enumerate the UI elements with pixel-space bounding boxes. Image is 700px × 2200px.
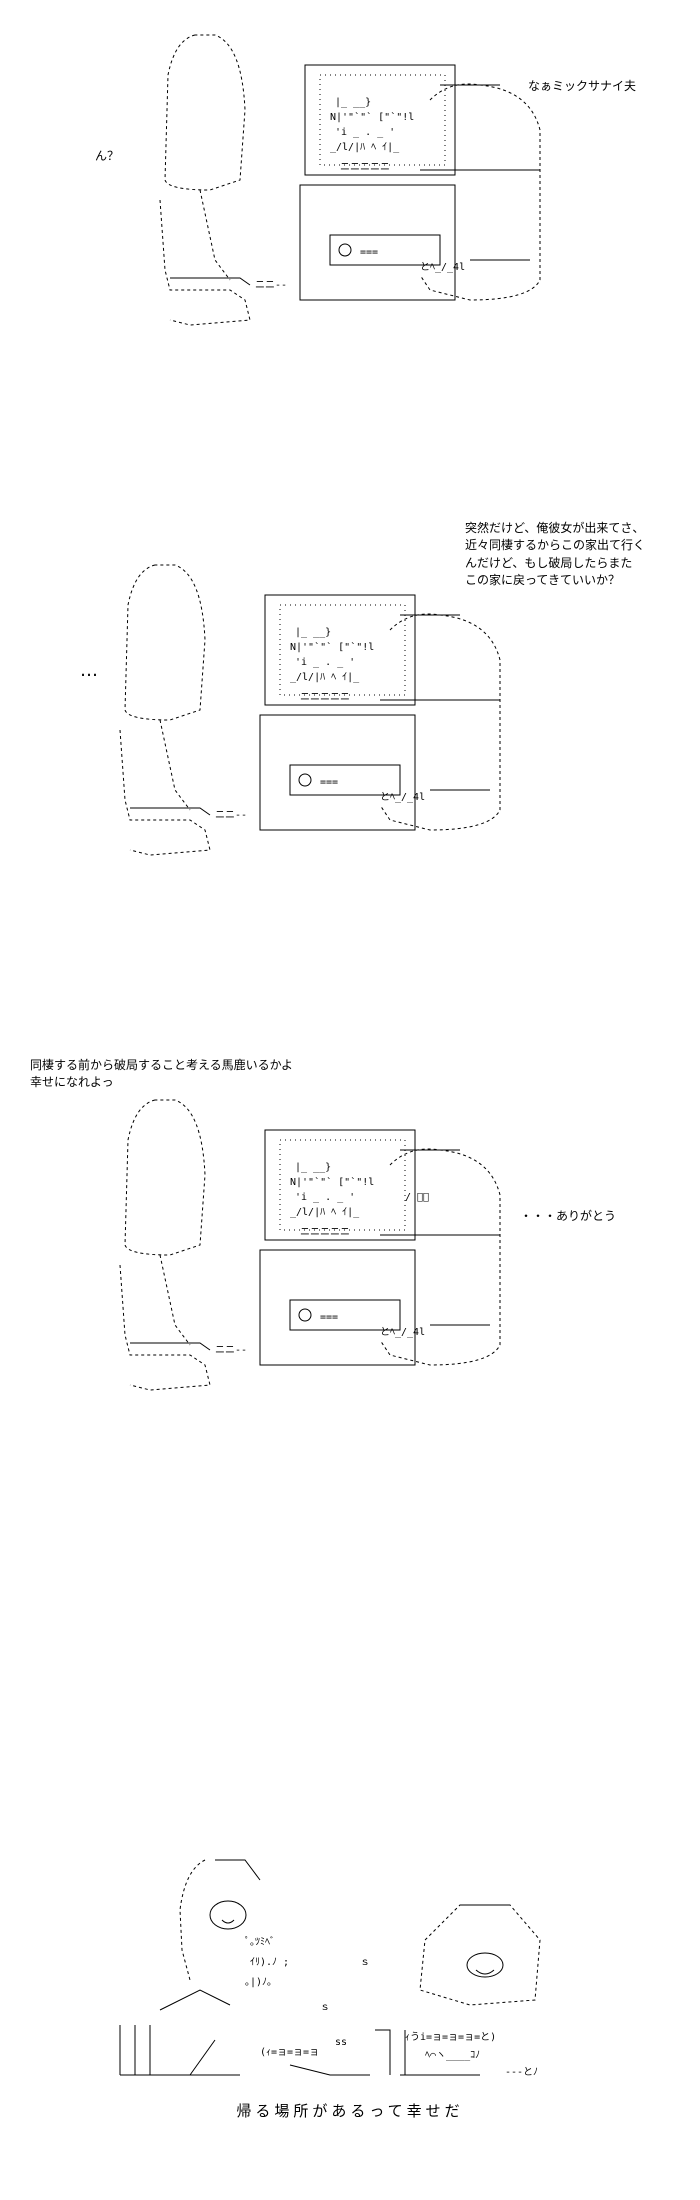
svg-text:ﾟ｡ﾂﾐﾍﾞ: ﾟ｡ﾂﾐﾍﾞ	[245, 1936, 275, 1948]
panel-1-ascii-art: ニニ-‐ |_ __} N|'"`"` ["`"!l 'i _ . _ ' _/…	[159, 34, 541, 326]
svg-text:ニニニニニ: ニニニニニ	[300, 692, 350, 703]
svg-text:ニニ-‐: ニニ-‐	[255, 280, 287, 291]
svg-text:(ｨ=ョ=ョ=ョ: (ｨ=ョ=ョ=ョ	[260, 2047, 319, 2058]
svg-text:ｓ: ｓ	[320, 2002, 330, 2013]
svg-text:_/l/|ﾊ ﾍ ｲ|_: _/l/|ﾊ ﾍ ｲ|_	[290, 672, 360, 683]
svg-text:ｓ: ｓ	[360, 1957, 370, 1968]
svg-text:'i _ . _ ': 'i _ . _ '	[335, 127, 395, 138]
svg-text:‐‐‐とﾉ: ‐‐‐とﾉ	[505, 2066, 538, 2078]
svg-text:とﾍ_/_4l: とﾍ_/_4l	[380, 1326, 425, 1338]
panel-3-figure-right: / ﾟ｡ とﾍ_/_4l	[379, 1148, 501, 1366]
svg-text:_/l/|ﾊ ﾍ ｲ|_: _/l/|ﾊ ﾍ ｲ|_	[290, 1207, 360, 1218]
panel-1-figure-left: ニニ-‐	[159, 34, 287, 326]
svg-text:|_ __}: |_ __}	[295, 1162, 331, 1173]
final-figure-left: ﾟ｡ﾂﾐﾍﾞ ｲﾘ).ﾉ ; ｡|)ﾉ｡ ｓ ｓ ss (ｨ=ョ=ョ=ョ	[119, 1859, 370, 2076]
svg-text:とﾍ_/_4l: とﾍ_/_4l	[420, 261, 465, 273]
svg-text:===: ===	[360, 247, 378, 258]
svg-text:ss: ss	[335, 2037, 347, 2048]
svg-text:|_ __}: |_ __}	[295, 627, 331, 638]
svg-text:ﾍ⌒ヽ____ｺﾉ: ﾍ⌒ヽ____ｺﾉ	[425, 2050, 480, 2061]
panel-3-tv-set: |_ __} N|'"`"` ["`"!l 'i _ . _ ' _/l/|ﾊ …	[259, 1129, 416, 1366]
svg-text:N|'"`"` ["`"!l: N|'"`"` ["`"!l	[290, 641, 374, 653]
final-figure-right: ｨうi=ョ=ョ=ョ=と) ﾍ⌒ヽ____ｺﾉ ‐‐‐とﾉ	[375, 1904, 541, 2078]
panel-1-tv-set: |_ __} N|'"`"` ["`"!l 'i _ . _ ' _/l/|ﾊ …	[299, 64, 456, 301]
svg-text:ｲﾘ).ﾉ ;: ｲﾘ).ﾉ ;	[250, 1957, 289, 1968]
svg-text:ニニ-‐: ニニ-‐	[215, 810, 247, 821]
panel-2-left-speech: …	[80, 660, 98, 681]
panel-2-tv-set: |_ __} N|'"`"` ["`"!l 'i _ . _ ' _/l/|ﾊ …	[259, 594, 416, 831]
panel-3-ascii-art: ニニ-‐ |_ __} N|'"`"` ["`"!l 'i _ . _ ' _/…	[119, 1099, 501, 1391]
svg-text:===: ===	[320, 1312, 338, 1323]
panel-2-figure-right: とﾍ_/_4l	[379, 613, 501, 831]
panel-2-figure-left: ニニ-‐	[119, 564, 247, 856]
svg-text:/ ﾟ｡: / ﾟ｡	[405, 1192, 429, 1203]
panel-3-figure-left: ニニ-‐	[119, 1099, 247, 1391]
svg-text:N|'"`"` ["`"!l: N|'"`"` ["`"!l	[330, 111, 414, 123]
svg-text:｡|)ﾉ｡: ｡|)ﾉ｡	[245, 1977, 272, 1988]
svg-text:とﾍ_/_4l: とﾍ_/_4l	[380, 791, 425, 803]
panel-2-right-speech: 突然だけど、俺彼女が出来てさ、 近々同棲するからこの家出て行く んだけど、もし破…	[465, 521, 646, 588]
panel-3-right-speech: ・・・ありがとう	[520, 1209, 617, 1223]
svg-text:===: ===	[320, 777, 338, 788]
panel-3-left-speech: 同棲する前から破局すること考える馬鹿いるかよ 幸せになれよっ	[30, 1058, 294, 1090]
svg-text:'i _ . _ ': 'i _ . _ '	[295, 1192, 355, 1203]
panel-1-figure-right: とﾍ_/_4l	[419, 83, 541, 301]
panel-2-ascii-art: ニニ-‐ |_ __} N|'"`"` ["`"!l 'i _ . _ ' _/…	[119, 564, 501, 856]
panel-1-right-speech: なぁミックサナイ夫	[528, 79, 637, 93]
svg-text:_/l/|ﾊ ﾍ ｲ|_: _/l/|ﾊ ﾍ ｲ|_	[330, 142, 400, 153]
svg-text:ニニ-‐: ニニ-‐	[215, 1345, 247, 1356]
svg-text:ニニニニニ: ニニニニニ	[340, 162, 390, 173]
svg-text:'i _ . _ ': 'i _ . _ '	[295, 657, 355, 668]
svg-text:|_ __}: |_ __}	[335, 97, 371, 108]
panel-1-left-speech: ん？	[95, 149, 120, 163]
svg-text:ニニニニニ: ニニニニニ	[300, 1227, 350, 1238]
final-ascii-art: ﾟ｡ﾂﾐﾍﾞ ｲﾘ).ﾉ ; ｡|)ﾉ｡ ｓ ｓ ss (ｨ=ョ=ョ=ョ ｨうi…	[119, 1859, 541, 2078]
svg-text:ｨうi=ョ=ョ=ョ=と): ｨうi=ョ=ョ=ョ=と)	[405, 2031, 496, 2043]
final-caption: 帰る場所があるって幸せだ	[236, 2102, 464, 2120]
svg-text:N|'"`"` ["`"!l: N|'"`"` ["`"!l	[290, 1176, 374, 1188]
